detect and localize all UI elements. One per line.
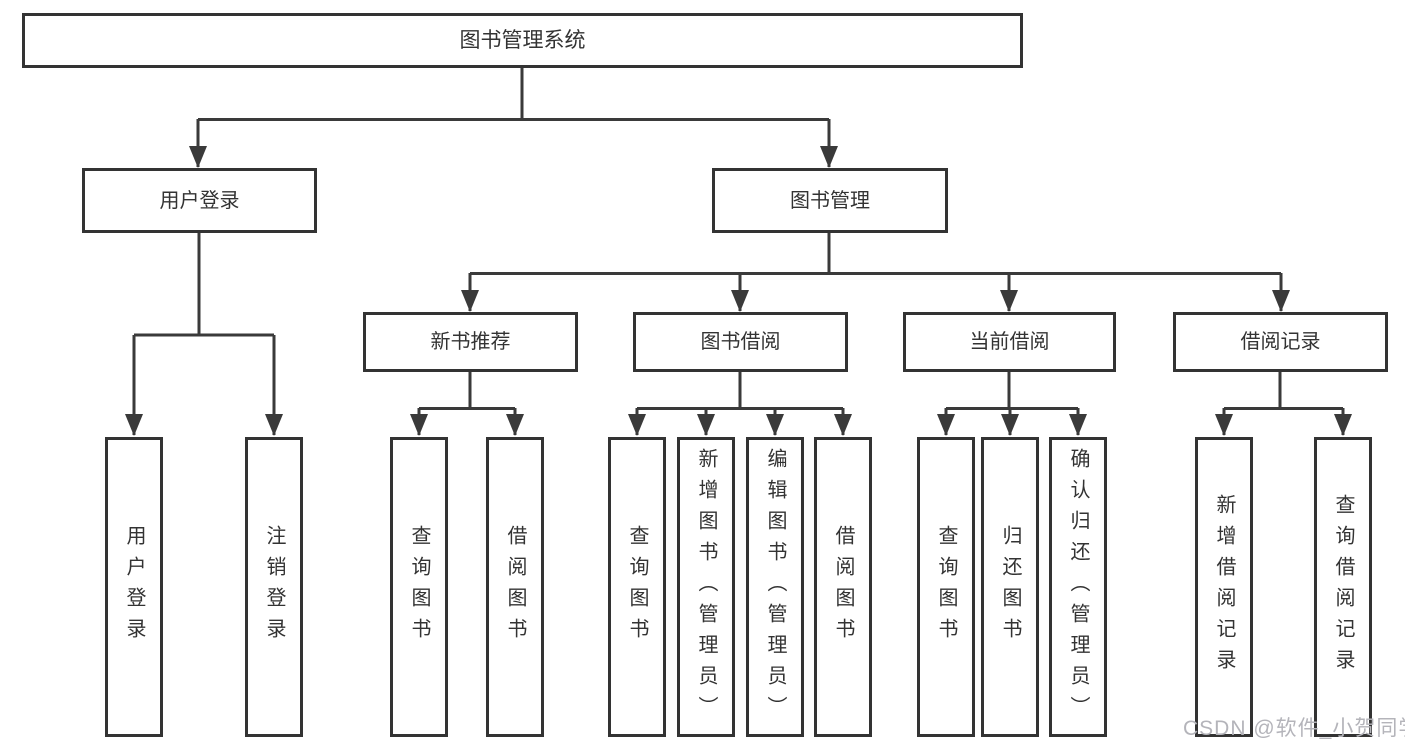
node-book-management: 图书管理 — [712, 168, 948, 233]
leaf-cb-confirm-return-admin: 确认归还（管理员） — [1049, 437, 1107, 737]
leaf-cb-return-books: 归还图书 — [981, 437, 1039, 737]
leaf-nbr-query-books: 查询图书 — [390, 437, 448, 737]
leaf-cb-query-books: 查询图书 — [917, 437, 975, 737]
node-current-borrowing: 当前借阅 — [903, 312, 1116, 372]
node-new-book-recommend: 新书推荐 — [363, 312, 578, 372]
leaf-bb-borrow-books: 借阅图书 — [814, 437, 872, 737]
connector-arrows — [125, 119, 1352, 436]
connector-segments — [134, 68, 1343, 410]
leaf-nbr-borrow-books: 借阅图书 — [486, 437, 544, 737]
node-user-login: 用户登录 — [82, 168, 317, 233]
leaf-logout: 注销登录 — [245, 437, 303, 737]
leaf-user-login: 用户登录 — [105, 437, 163, 737]
node-book-borrowing: 图书借阅 — [633, 312, 848, 372]
leaf-bb-add-book-admin: 新增图书（管理员） — [677, 437, 735, 737]
leaf-bb-edit-book-admin: 编辑图书（管理员） — [746, 437, 804, 737]
leaf-br-add-record: 新增借阅记录 — [1195, 437, 1253, 737]
node-borrowing-records: 借阅记录 — [1173, 312, 1388, 372]
leaf-bb-query-books: 查询图书 — [608, 437, 666, 737]
leaf-br-query-record: 查询借阅记录 — [1314, 437, 1372, 737]
node-root: 图书管理系统 — [22, 13, 1023, 68]
watermark: CSDN @软件_小贺同学 — [1183, 717, 1405, 740]
